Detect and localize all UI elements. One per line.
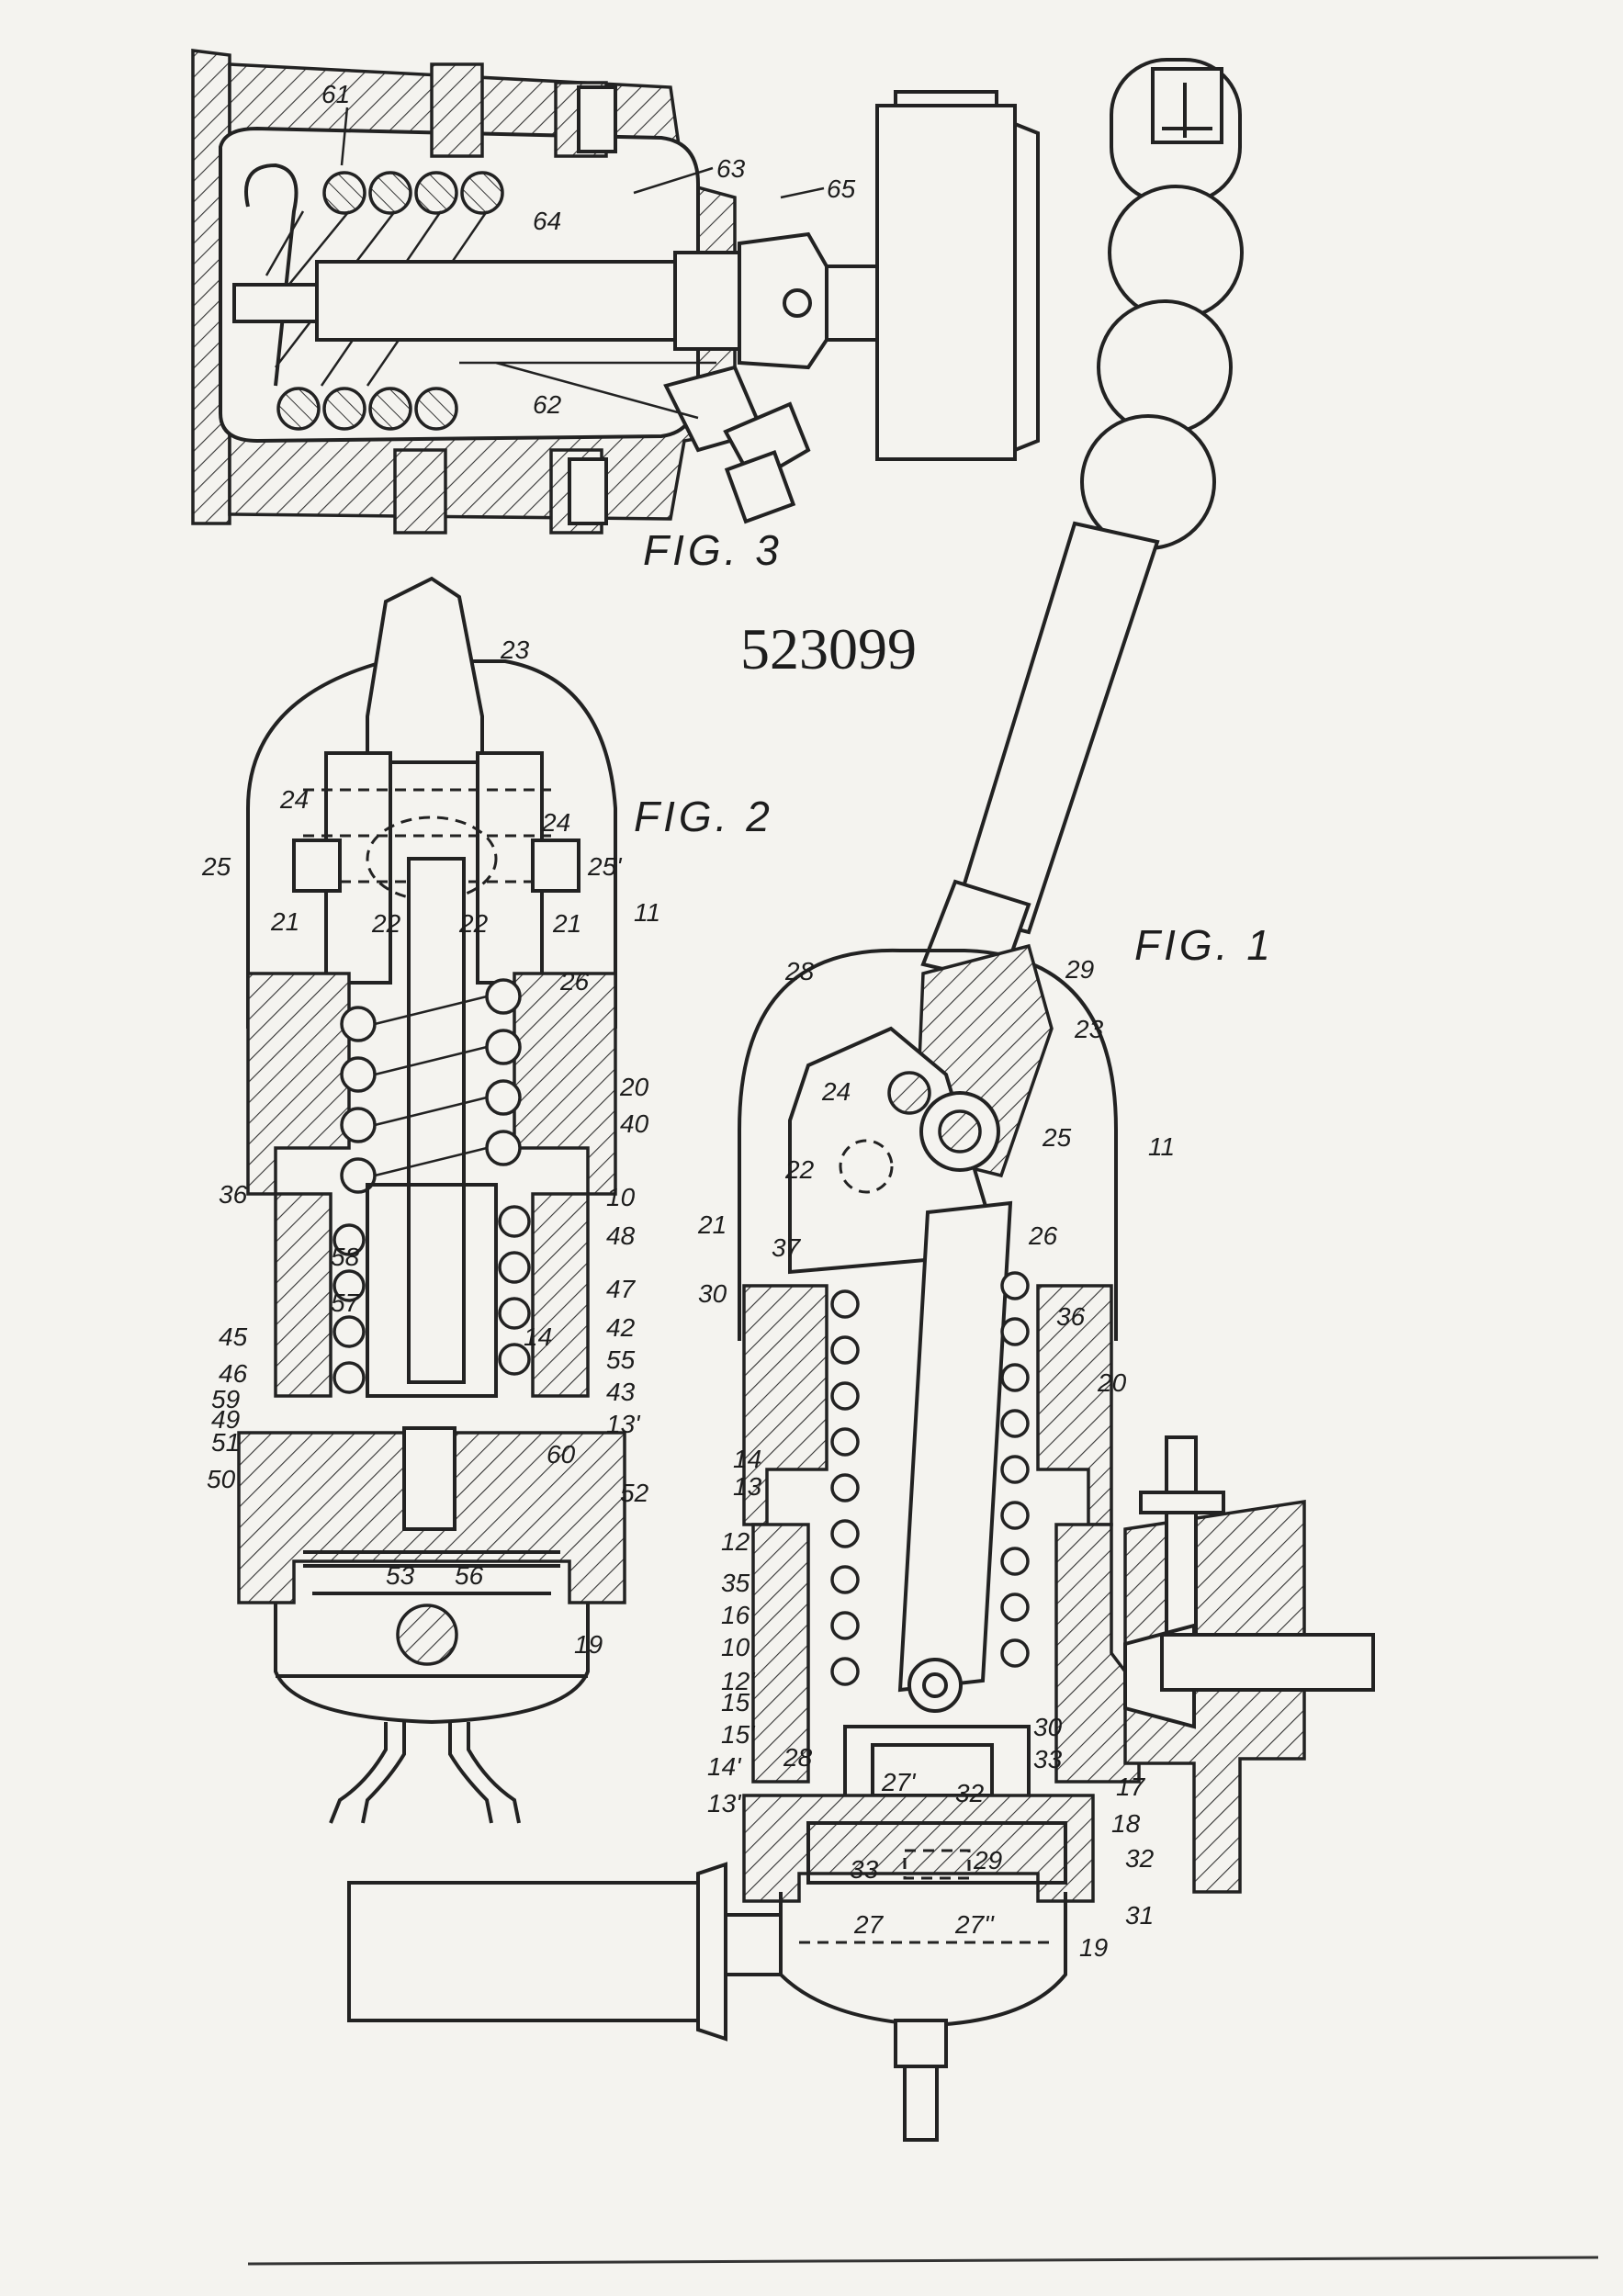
label: 48 xyxy=(606,1221,636,1250)
scan-edge-line xyxy=(247,2256,1599,2266)
label: 20 xyxy=(1097,1368,1127,1397)
label: 28 xyxy=(784,957,815,985)
label: 35 xyxy=(721,1569,750,1597)
label: 46 xyxy=(219,1359,248,1388)
label: 56 xyxy=(455,1561,484,1590)
label: 29 xyxy=(973,1846,1002,1874)
fig1-labels: 28 29 23 24 25 11 22 21 37 26 30 36 20 1… xyxy=(697,955,1175,1962)
label: 26 xyxy=(1028,1221,1058,1250)
label: 26 xyxy=(559,967,590,996)
label: 13' xyxy=(707,1789,742,1818)
label: 33 xyxy=(850,1855,879,1884)
label: 36 xyxy=(1056,1302,1086,1331)
label: 62 xyxy=(533,390,562,419)
label: 55 xyxy=(606,1345,636,1374)
label: 14 xyxy=(733,1445,761,1473)
label: 10 xyxy=(606,1183,636,1211)
label: 21 xyxy=(270,907,299,936)
label: 57 xyxy=(331,1289,361,1317)
label: 33 xyxy=(1033,1745,1063,1773)
patent-number: 523099 xyxy=(740,616,917,681)
fig1-title: FIG. 1 xyxy=(1134,921,1274,969)
label: 22 xyxy=(371,909,401,938)
label: 30 xyxy=(1033,1713,1063,1741)
label: 25 xyxy=(201,852,231,881)
label: 27'' xyxy=(954,1910,995,1939)
label: 24 xyxy=(279,785,309,814)
label: 32 xyxy=(955,1779,985,1807)
label: 24 xyxy=(541,808,570,837)
label: 25' xyxy=(587,852,623,881)
label: 15' xyxy=(721,1720,756,1749)
figure-2: 23 24 24 25 25' 21 22 22 21 11 26 20 40 … xyxy=(201,576,773,1824)
label: 21 xyxy=(697,1210,727,1239)
label: 50 xyxy=(207,1465,236,1493)
figure-1: 28 29 23 24 25 11 22 21 37 26 30 36 20 1… xyxy=(347,58,1375,2142)
label: 53 xyxy=(386,1561,415,1590)
label: 12' xyxy=(721,1667,756,1695)
label: 14' xyxy=(707,1752,742,1781)
label: 11 xyxy=(634,898,660,927)
label: 29 xyxy=(1065,955,1094,984)
fig2-title: FIG. 2 xyxy=(634,793,773,840)
label: 10 xyxy=(721,1633,750,1661)
label: 21 xyxy=(552,909,581,938)
label: 27' xyxy=(881,1768,917,1796)
label: 37 xyxy=(772,1233,802,1262)
label: 63 xyxy=(716,154,746,183)
label: 23 xyxy=(1074,1015,1104,1043)
label: 43 xyxy=(606,1378,636,1406)
label: 25 xyxy=(1042,1123,1072,1152)
label: 24 xyxy=(821,1077,851,1106)
label: 60 xyxy=(547,1440,576,1469)
fig2-labels: 23 24 24 25 25' 21 22 22 21 11 26 20 40 … xyxy=(201,636,660,1659)
label: 19 xyxy=(574,1630,603,1659)
label: 13' xyxy=(606,1410,641,1438)
label: 22 xyxy=(784,1155,815,1184)
label: 31 xyxy=(1125,1901,1154,1930)
label: 11 xyxy=(1148,1132,1175,1161)
label: 52 xyxy=(620,1479,649,1507)
label: 51 xyxy=(211,1428,240,1457)
fig3-title: FIG. 3 xyxy=(643,526,783,574)
label: 17 xyxy=(1116,1773,1146,1801)
label: 65 xyxy=(827,174,856,203)
label: 12 xyxy=(721,1527,750,1556)
fig3-labels: 61 63 64 65 62 xyxy=(321,80,856,419)
figure-3: 61 63 64 65 62 FIG. 3 xyxy=(191,49,1040,574)
label: 36 xyxy=(219,1180,248,1209)
label: 40 xyxy=(620,1109,649,1138)
label: 45 xyxy=(219,1322,248,1351)
label: 61 xyxy=(321,80,350,108)
label: 18 xyxy=(1111,1809,1141,1838)
label: 13 xyxy=(733,1472,762,1501)
label: 32 xyxy=(1125,1844,1155,1873)
label: 14 xyxy=(524,1322,552,1351)
label: 22 xyxy=(458,909,489,938)
label: 49 xyxy=(211,1405,240,1434)
label: 42 xyxy=(606,1313,636,1342)
label: 20 xyxy=(619,1073,649,1101)
label: 16 xyxy=(721,1601,750,1629)
label: 58 xyxy=(331,1243,360,1271)
label: 64 xyxy=(533,207,561,235)
label: 59 xyxy=(211,1385,240,1413)
label: 30 xyxy=(698,1279,727,1308)
label: 15 xyxy=(721,1688,750,1716)
label: 27 xyxy=(853,1910,885,1939)
label: 28 xyxy=(783,1743,813,1772)
label: 23 xyxy=(500,636,530,664)
label: 19 xyxy=(1079,1933,1108,1962)
label: 47 xyxy=(606,1275,637,1303)
